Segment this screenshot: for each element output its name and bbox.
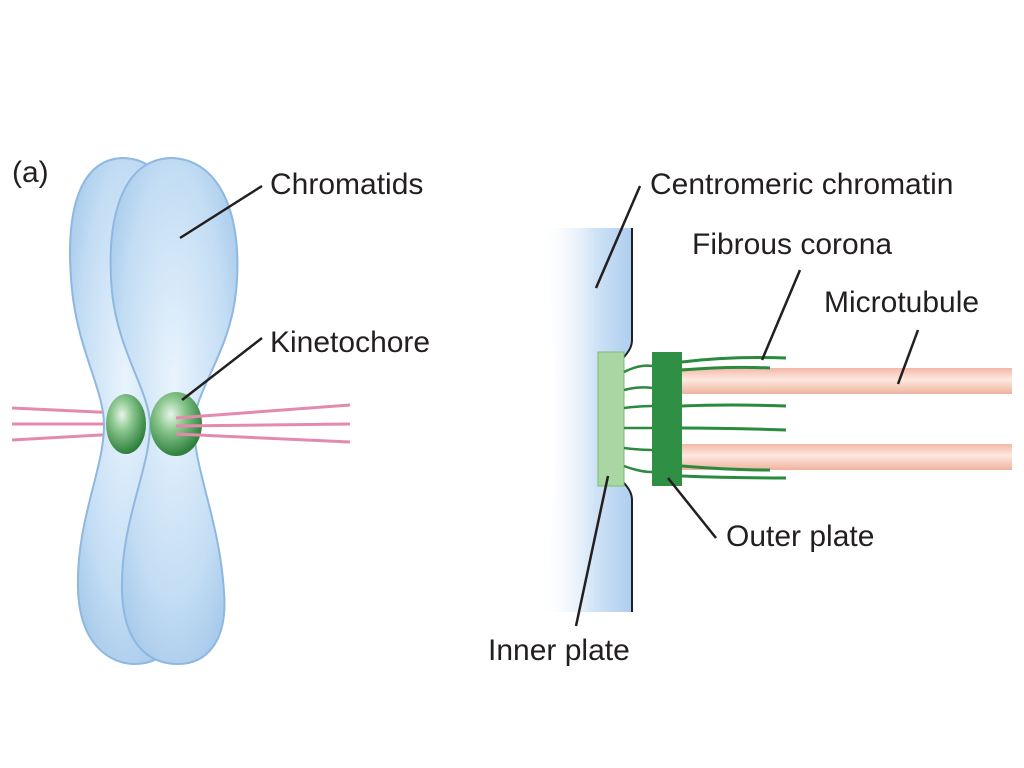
kinetochore-label: Kinetochore [270,326,430,359]
microtubule-leader [896,329,920,385]
centromeric-chromatin-label: Centromeric chromatin [650,168,953,201]
fibrous-corona-fibers [681,356,787,480]
panel-label: (a) [12,156,49,189]
kinetochore-leader [181,337,263,401]
inner-plate-label: Inner plate [488,634,630,667]
microtubule-bottom [666,444,1012,470]
centromeric-chromatin-leader [594,185,642,289]
kinetochore-detail [540,228,1012,612]
chromatids-leader [179,184,263,240]
outer-plate [652,352,682,486]
fibrous-corona-label: Fibrous corona [692,228,892,261]
outer-plate-leader [667,477,717,539]
inner-plate [597,351,625,487]
centromeric-chromatin [540,228,632,612]
kinetochore-back [106,394,146,454]
microtubule-top [666,368,1012,394]
chromosome [11,156,351,666]
inner-plate-leader [574,475,610,627]
microtubule-label: Microtubule [824,286,979,319]
kinetochore-front [150,392,202,456]
plate-connectors [623,364,653,474]
fibrous-corona-leader [760,269,802,361]
left-microtubules [11,406,119,442]
chromatids-label: Chromatids [270,168,423,201]
outer-plate-label: Outer plate [726,520,874,553]
right-microtubules [175,403,351,444]
